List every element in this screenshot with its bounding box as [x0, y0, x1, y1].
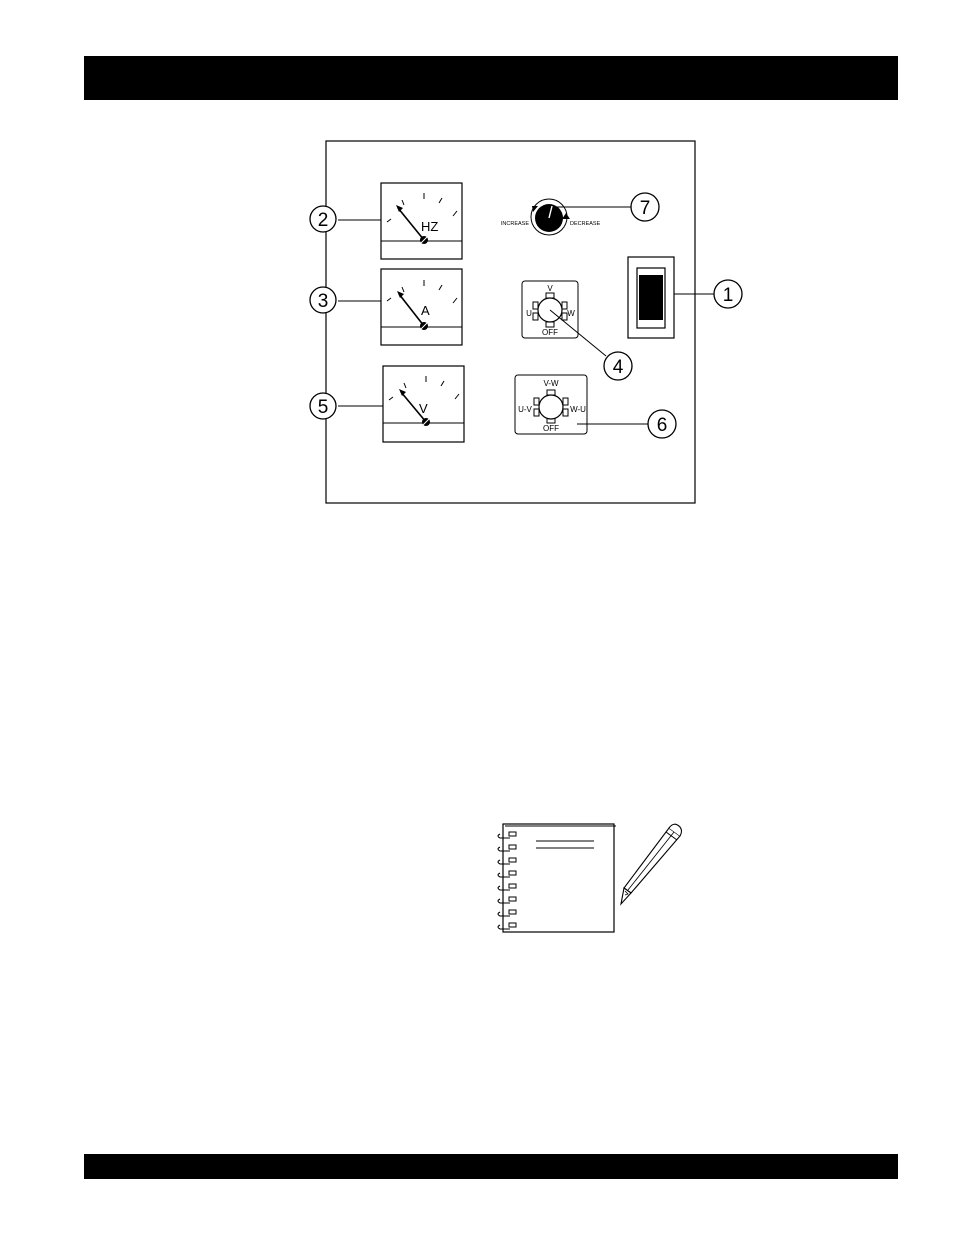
svg-text:V-W: V-W [543, 379, 559, 388]
voltmeter-selector-switch: V-W U-V W-U OFF [515, 375, 587, 434]
voltmeter: V [383, 366, 464, 442]
callout-5: 5 [310, 393, 336, 419]
callout-1: 1 [714, 280, 742, 308]
svg-text:W: W [567, 309, 575, 318]
svg-text:V: V [547, 284, 553, 293]
callout-2: 2 [310, 206, 336, 232]
svg-text:4: 4 [613, 357, 624, 378]
callout-6: 6 [648, 410, 676, 438]
pencil-icon [621, 824, 682, 904]
svg-text:OFF: OFF [543, 424, 559, 433]
svg-text:5: 5 [318, 397, 329, 418]
ammeter-label: A [421, 303, 430, 318]
svg-text:7: 7 [640, 198, 651, 219]
svg-text:1: 1 [723, 285, 734, 306]
frequency-meter-label: HZ [421, 219, 438, 234]
svg-text:2: 2 [318, 210, 329, 231]
svg-text:OFF: OFF [542, 328, 558, 337]
svg-text:U-V: U-V [518, 405, 532, 414]
callout-3: 3 [310, 287, 336, 313]
svg-text:6: 6 [657, 415, 668, 436]
svg-text:3: 3 [318, 291, 329, 312]
rocker-switch-icon [628, 257, 674, 338]
ammeter: A [381, 269, 462, 345]
knob-decrease-label: DECREASE [570, 221, 601, 227]
callout-7: 7 [631, 193, 659, 221]
footer-bar [84, 1154, 898, 1179]
frequency-meter: HZ [381, 183, 462, 259]
voltmeter-label: V [419, 401, 428, 416]
voltage-adjust-knob: INCREASE DECREASE [501, 199, 601, 235]
callout-4: 4 [604, 352, 632, 380]
knob-increase-label: INCREASE [501, 221, 529, 227]
ammeter-selector-switch: V U W OFF [522, 281, 578, 338]
svg-text:W-U: W-U [570, 405, 586, 414]
notebook-icon [498, 824, 616, 932]
svg-text:U: U [526, 309, 532, 318]
